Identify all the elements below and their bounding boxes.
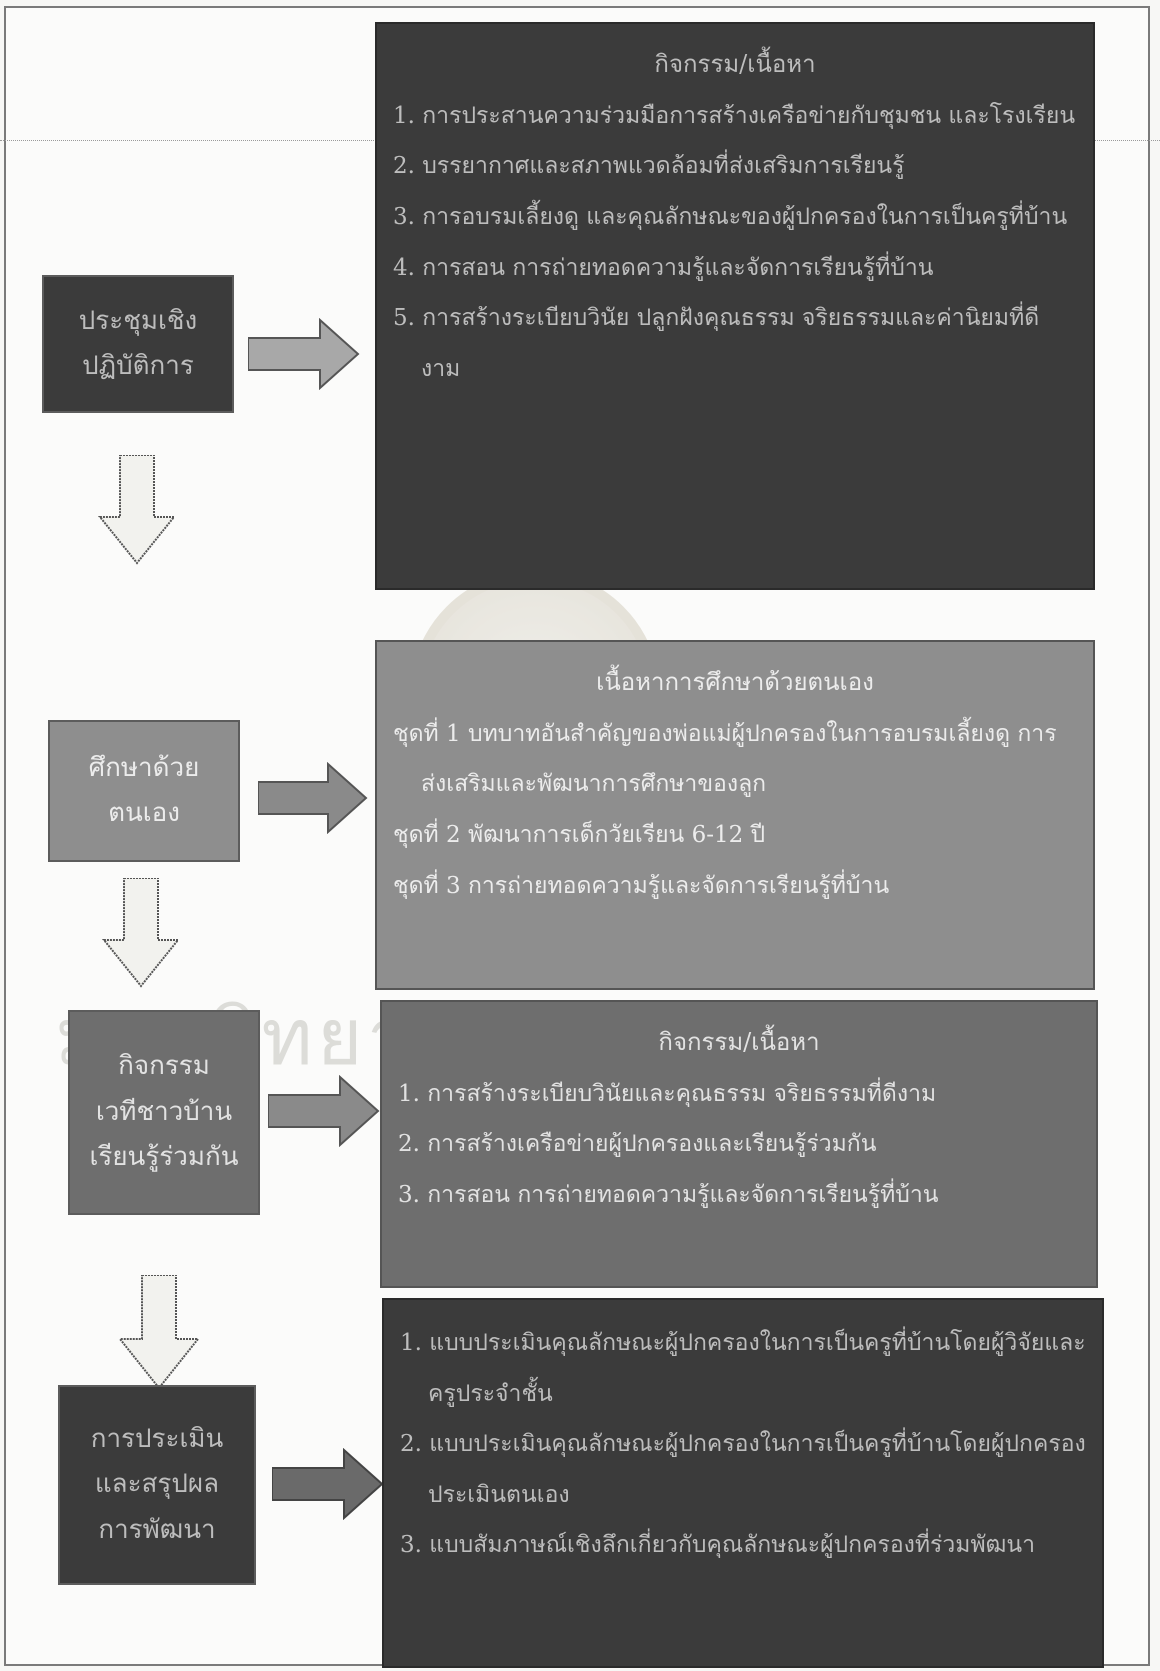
stage-evaluation: การประเมิน และสรุปผล การพัฒนา [58, 1385, 256, 1585]
content-box-workshop: กิจกรรม/เนื้อหา 1. การประสานความร่วมมือก… [375, 22, 1095, 590]
content-item: 3. การอบรมเลี้ยงดู และคุณลักษณะของผู้ปกค… [393, 203, 1068, 230]
stage-label-line: การพัฒนา [98, 1514, 216, 1545]
stage-label-line: เวทีชาวบ้าน [95, 1096, 233, 1127]
stage-label-line: ปฏิบัติการ [82, 351, 194, 381]
down-arrow-icon [102, 878, 180, 988]
content-item: 4. การสอน การถ่ายทอดความรู้และจัดการเรีย… [393, 254, 934, 281]
content-box-self-study: เนื้อหาการศึกษาด้วยตนเอง ชุดที่ 1 บทบาทอ… [375, 640, 1095, 990]
content-item: 3. แบบสัมภาษณ์เชิงลึกเกี่ยวกับคุณลักษณะผ… [400, 1532, 1036, 1559]
content-item: 2. การสร้างเครือข่ายผู้ปกครองและเรียนรู้… [398, 1131, 877, 1158]
content-item: 1. การสร้างระเบียบวินัยและคุณธรรม จริยธร… [398, 1080, 937, 1107]
content-box-title: เนื้อหาการศึกษาด้วยตนเอง [596, 668, 874, 696]
stage-label-line: เรียนรู้ร่วมกัน [89, 1142, 239, 1173]
right-arrow-icon [248, 318, 360, 390]
content-item: 3. การสอน การถ่ายทอดความรู้และจัดการเรีย… [398, 1181, 939, 1208]
content-item: ชุดที่ 2 พัฒนาการเด็กวัยเรียน 6-12 ปี [393, 821, 766, 848]
stage-self-study: ศึกษาด้วย ตนเอง [48, 720, 240, 862]
content-item: ชุดที่ 3 การถ่ายทอดความรู้และจัดการเรียน… [393, 872, 890, 899]
right-arrow-icon [272, 1448, 384, 1520]
stage-community-forum: กิจกรรม เวทีชาวบ้าน เรียนรู้ร่วมกัน [68, 1010, 260, 1215]
stage-label-line: การประเมิน [90, 1423, 224, 1454]
stage-label-line: ตนเอง [108, 798, 180, 828]
content-item: 2. บรรยากาศและสภาพแวดล้อมที่ส่งเสริมการเ… [393, 153, 905, 180]
content-item: 1. การประสานความร่วมมือการสร้างเครือข่าย… [393, 102, 1076, 129]
content-item: 5. การสร้างระเบียบวินัย ปลูกฝังคุณธรรม จ… [393, 305, 1040, 382]
content-item: 2. แบบประเมินคุณลักษณะผู้ปกครองในการเป็น… [400, 1431, 1086, 1508]
stage-label-line: ประชุมเชิง [78, 305, 198, 336]
down-arrow-icon [98, 455, 176, 565]
down-arrow-icon [118, 1275, 200, 1390]
stage-label-line: และสรุปผล [94, 1469, 220, 1500]
content-box-community-forum: กิจกรรม/เนื้อหา 1. การสร้างระเบียบวินัยแ… [380, 1000, 1098, 1288]
stage-label-line: กิจกรรม [118, 1051, 210, 1082]
content-box-title: กิจกรรม/เนื้อหา [658, 1028, 820, 1056]
content-item: ชุดที่ 1 บทบาทอันสำคัญของพ่อแม่ผู้ปกครอง… [393, 720, 1057, 798]
stage-workshop: ประชุมเชิง ปฏิบัติการ [42, 275, 234, 413]
content-box-title: กิจกรรม/เนื้อหา [654, 50, 816, 78]
right-arrow-icon [258, 762, 368, 834]
stage-label-line: ศึกษาด้วย [88, 752, 200, 783]
content-item: 1. แบบประเมินคุณลักษณะผู้ปกครองในการเป็น… [400, 1330, 1086, 1407]
right-arrow-icon [268, 1075, 380, 1147]
content-box-evaluation: 1. แบบประเมินคุณลักษณะผู้ปกครองในการเป็น… [382, 1298, 1104, 1668]
